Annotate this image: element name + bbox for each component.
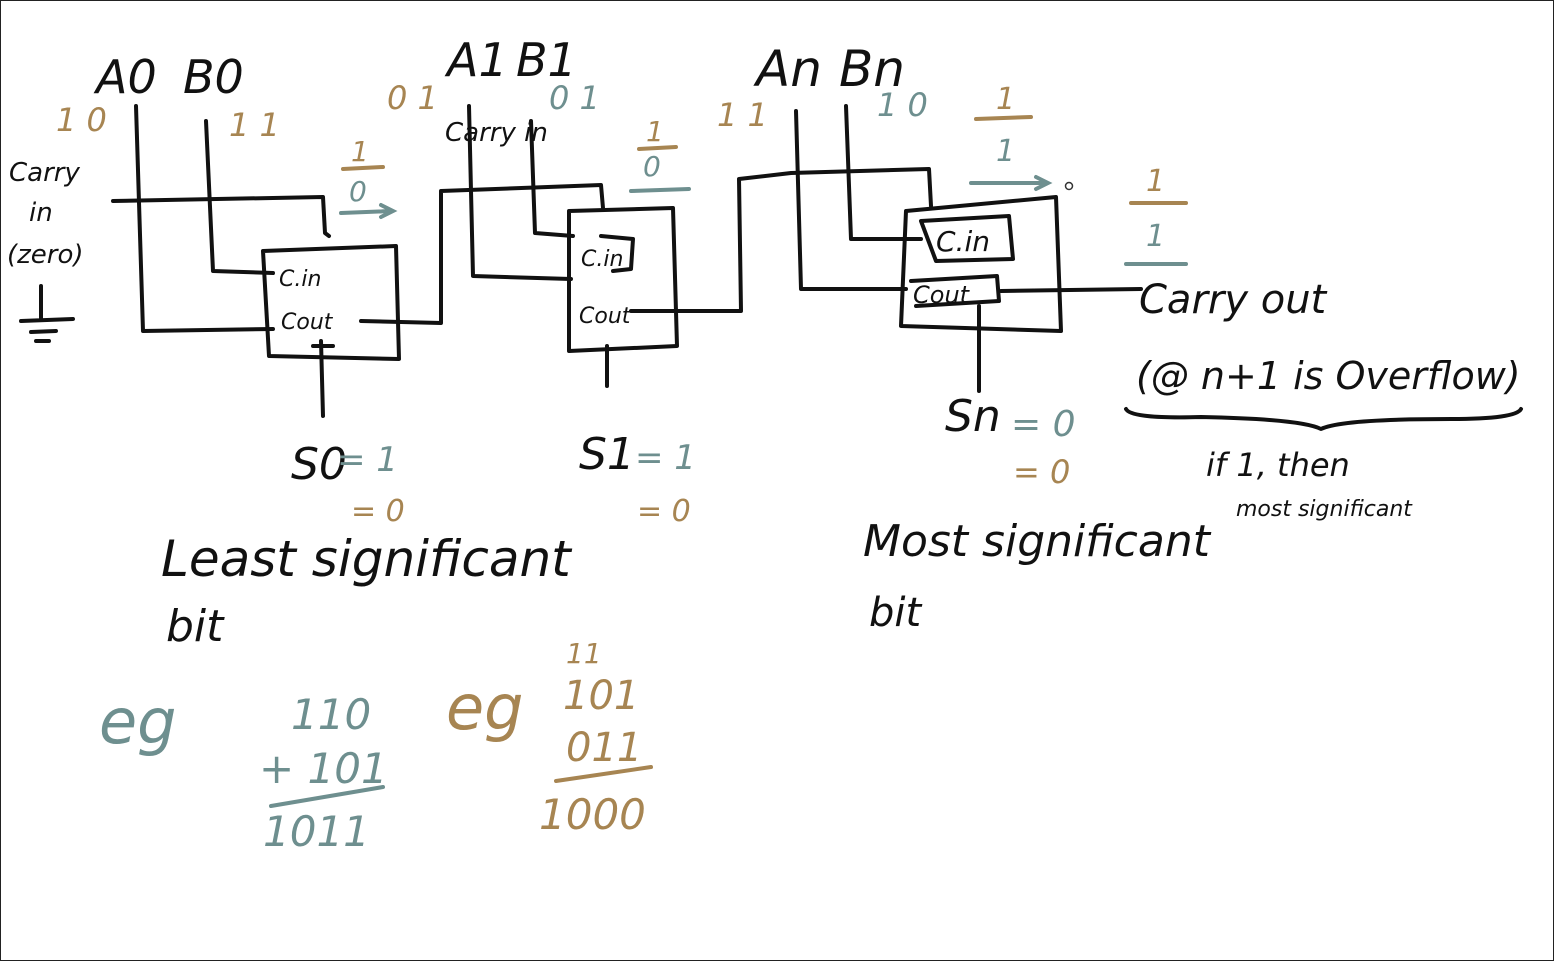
sum-s0-teal: = 1 [337, 440, 398, 480]
msb-label-line2: bit [869, 590, 923, 636]
stage0-wiring [111, 104, 605, 418]
svg-text:1: 1 [351, 135, 369, 168]
teal-row1: 110 [291, 690, 371, 739]
adder-box-0 [261, 244, 401, 361]
label-a1: A1 [444, 33, 508, 87]
teal-eg-label: eg [99, 685, 177, 758]
svg-text:1: 1 [996, 82, 1015, 117]
cursor-icon [1064, 181, 1074, 191]
ground-icon [19, 284, 75, 343]
label-a0: A0 [93, 50, 157, 104]
svg-text:1: 1 [1146, 164, 1165, 199]
label-bn: Bn [839, 40, 905, 98]
sum-s1-gold: = 0 [637, 494, 691, 529]
a0-values: 1 0 [56, 101, 107, 139]
sum-sn-gold: = 0 [1013, 453, 1070, 491]
carry-in-line3: (zero) [7, 240, 84, 270]
carry-value-2: 1 0 [629, 115, 691, 193]
stage1-wiring [467, 104, 933, 388]
carry-value-3: 1 1 [969, 82, 1053, 191]
gold-eg-label: eg [446, 671, 524, 744]
carry-value-1: 1 0 [339, 135, 398, 219]
adder-n-cout: Cout [913, 281, 971, 309]
adder1-cin: C.in [581, 247, 623, 272]
adder-box-1 [567, 206, 679, 353]
adder0-cin: C.in [279, 267, 321, 292]
adder-n-cin: C.in [936, 225, 990, 258]
carry-in-line1: Carry [9, 158, 80, 188]
sum-s1-teal: = 1 [635, 438, 696, 478]
teal-row2: + 101 [259, 744, 388, 793]
lsb-label-line2: bit [166, 601, 225, 652]
svg-text:0: 0 [349, 175, 367, 208]
gold-row2: 011 [566, 725, 642, 771]
gold-row1: 101 [563, 673, 639, 719]
sum-sn-label: Sn [945, 391, 1001, 442]
carry-out-label: Carry out [1139, 277, 1328, 323]
carry-in-mid-label: Carry in [445, 118, 548, 148]
sum-s0-gold: = 0 [351, 494, 405, 529]
svg-text:1: 1 [996, 134, 1015, 169]
label-b0: B0 [183, 50, 244, 104]
overflow-brace [1124, 407, 1523, 431]
sum-sn-teal: = 0 [1011, 404, 1076, 445]
carry-in-line2: in [29, 198, 53, 228]
an-values: 1 1 [717, 96, 768, 134]
svg-text:1: 1 [1146, 219, 1165, 254]
carry-value-4: 1 1 [1124, 164, 1188, 266]
adder0-cout: Cout [281, 310, 334, 335]
if-note-line1: if 1, then [1206, 446, 1350, 484]
label-b1: B1 [516, 33, 577, 87]
stagen-wiring [794, 104, 1143, 393]
gold-carries: 11 [566, 637, 602, 670]
b0-values: 1 1 [229, 106, 280, 144]
b1-values: 0 1 [549, 79, 600, 117]
sum-s0-label: S0 [291, 439, 347, 490]
svg-text:1: 1 [646, 115, 664, 148]
label-an: An [753, 40, 822, 98]
gold-result: 1000 [539, 790, 646, 839]
teal-result: 1011 [263, 807, 370, 856]
sum-s1-label: S1 [579, 429, 635, 480]
msb-label-line1: Most significant [863, 516, 1212, 567]
svg-text:0: 0 [643, 150, 661, 183]
a1-values: 0 1 [387, 79, 438, 117]
lsb-label-line1: Least significant [161, 530, 573, 588]
if-note-line2: most significant [1236, 497, 1413, 522]
bn-values: 1 0 [877, 86, 928, 124]
adder-box-n [899, 195, 1063, 333]
overflow-note: (@ n+1 is Overflow) [1136, 354, 1521, 398]
adder1-cout: Cout [579, 304, 632, 329]
gold-sum-line [554, 765, 653, 783]
teal-sum-line [269, 785, 385, 808]
